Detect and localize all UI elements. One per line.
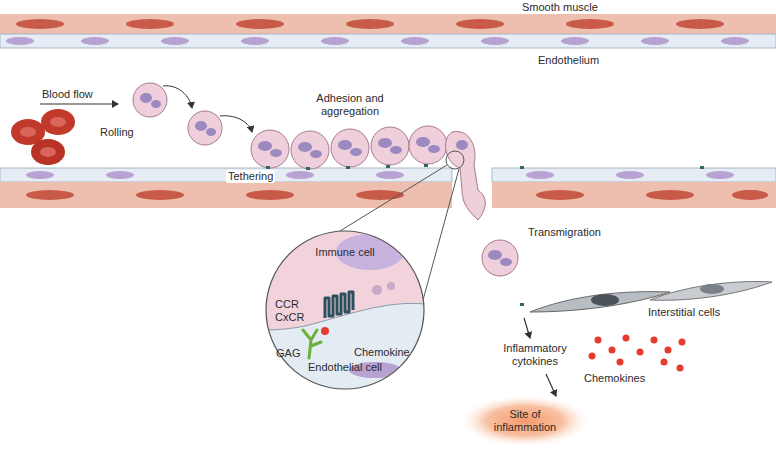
node-text: Immune cell xyxy=(315,246,374,259)
interstitial-cells xyxy=(520,282,772,312)
step-label: Transmigration xyxy=(528,226,601,239)
step-label: Adhesion and aggregation xyxy=(290,92,410,117)
receptor-label: CxCR xyxy=(275,311,304,324)
node-text: Site of inflammation xyxy=(485,408,565,433)
rolling-arrow xyxy=(220,116,252,132)
molecule-label: Chemokine xyxy=(354,346,410,359)
layer-label: Smooth muscle xyxy=(520,1,600,14)
pointer-arrow xyxy=(546,374,556,396)
adhesion-molecules xyxy=(266,164,704,170)
step-label: Tethering xyxy=(226,170,275,183)
pointer-arrow xyxy=(524,318,530,338)
receptor-label: CCR xyxy=(275,298,299,311)
chemokine-label: Chemokines xyxy=(582,372,647,385)
bottom-smooth-muscle xyxy=(0,182,776,208)
red-blood-cells xyxy=(11,109,75,165)
rolling-arrow xyxy=(163,86,192,108)
layer-label: Endothelium xyxy=(538,54,599,67)
top-smooth-muscle xyxy=(0,14,776,34)
step-label: Rolling xyxy=(98,126,136,139)
flow-label: Blood flow xyxy=(42,88,93,101)
chemokine-dots xyxy=(589,335,686,372)
site-blob: Site of inflammation xyxy=(462,396,588,446)
cytokine-label: Inflammatory cytokines xyxy=(490,342,580,367)
leukocytes xyxy=(133,83,518,276)
top-endothelium xyxy=(0,34,776,48)
node-text: Endothelial cell xyxy=(308,361,382,374)
molecule-label: GAG xyxy=(276,347,300,360)
flow-arrow xyxy=(40,103,118,104)
cell-label: Interstitial cells xyxy=(648,306,720,319)
bottom-endothelium xyxy=(0,168,776,182)
